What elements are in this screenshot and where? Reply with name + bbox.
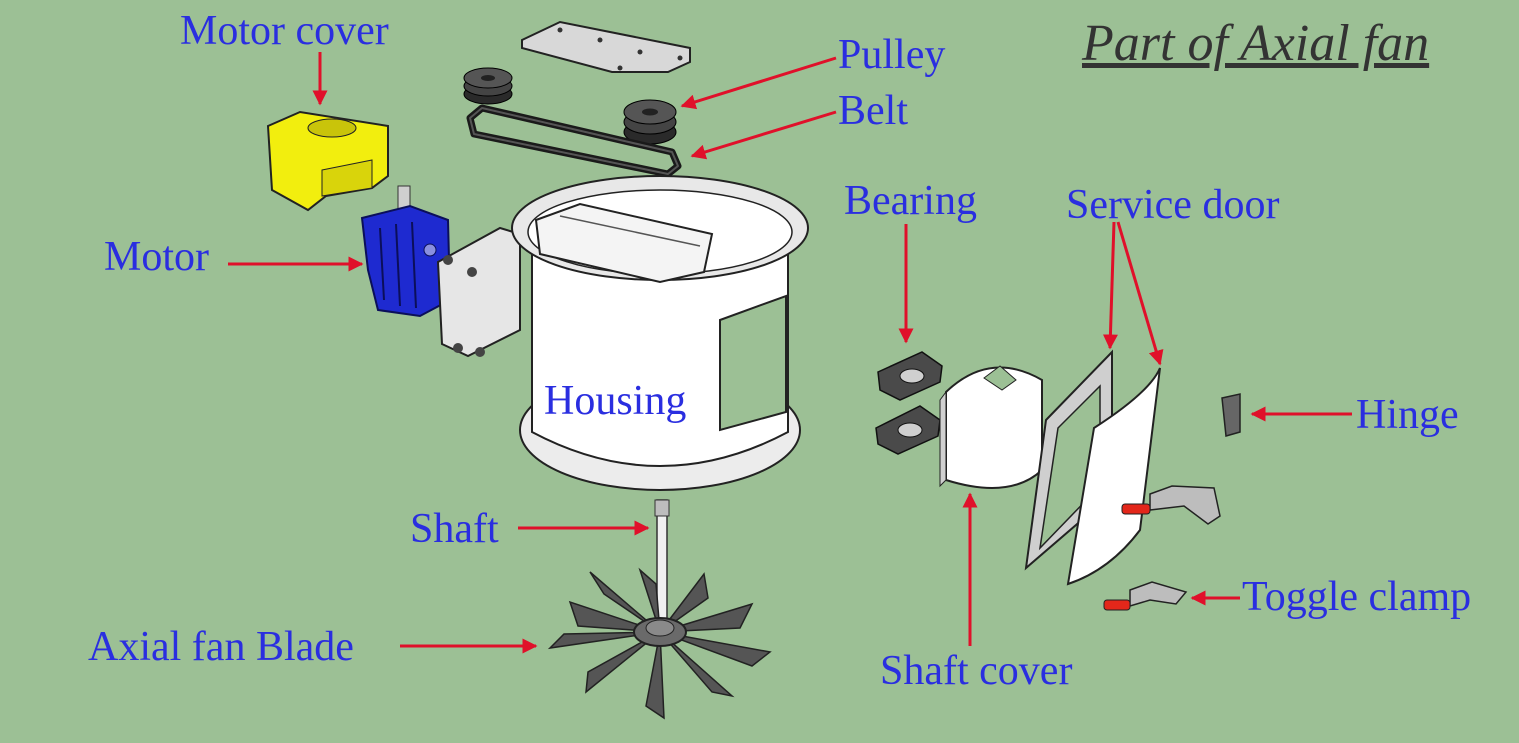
arrow-service-door-frame [1102, 221, 1118, 350]
motor-mount-plate-part [436, 226, 521, 358]
label-motor-cover: Motor cover [180, 8, 389, 54]
diagram-title: Part of Axial fan [1082, 15, 1430, 72]
label-axial-fan-blade: Axial fan Blade [88, 624, 354, 670]
shaft-cover-part [939, 365, 1043, 489]
callout-arrows [228, 52, 1352, 654]
large-pulley-part [623, 99, 677, 145]
motor-part [360, 185, 452, 318]
small-pulley-part [463, 67, 513, 105]
motor-cover-part [266, 110, 389, 212]
belt-part [466, 104, 682, 178]
arrow-pulley [680, 56, 837, 110]
top-plate-part [521, 20, 691, 73]
label-shaft-cover: Shaft cover [880, 648, 1073, 694]
label-housing: Housing [544, 378, 687, 424]
label-belt: Belt [838, 88, 908, 134]
axial-fan-blade-part [547, 567, 772, 720]
arrow-belt [690, 110, 837, 160]
hinge-part [1221, 393, 1241, 437]
housing-part [511, 175, 809, 491]
toggle-clamp-part [1103, 485, 1221, 611]
arrow-service-door-panel [1116, 221, 1164, 366]
service-door-panel-part [1066, 367, 1161, 586]
label-shaft: Shaft [410, 506, 499, 552]
bearing-part [875, 351, 943, 455]
label-pulley: Pulley [838, 32, 946, 78]
label-hinge: Hinge [1356, 392, 1459, 438]
label-motor: Motor [104, 234, 209, 280]
label-service-door: Service door [1066, 182, 1280, 228]
label-toggle-clamp: Toggle clamp [1242, 574, 1472, 620]
label-bearing: Bearing [844, 178, 977, 224]
